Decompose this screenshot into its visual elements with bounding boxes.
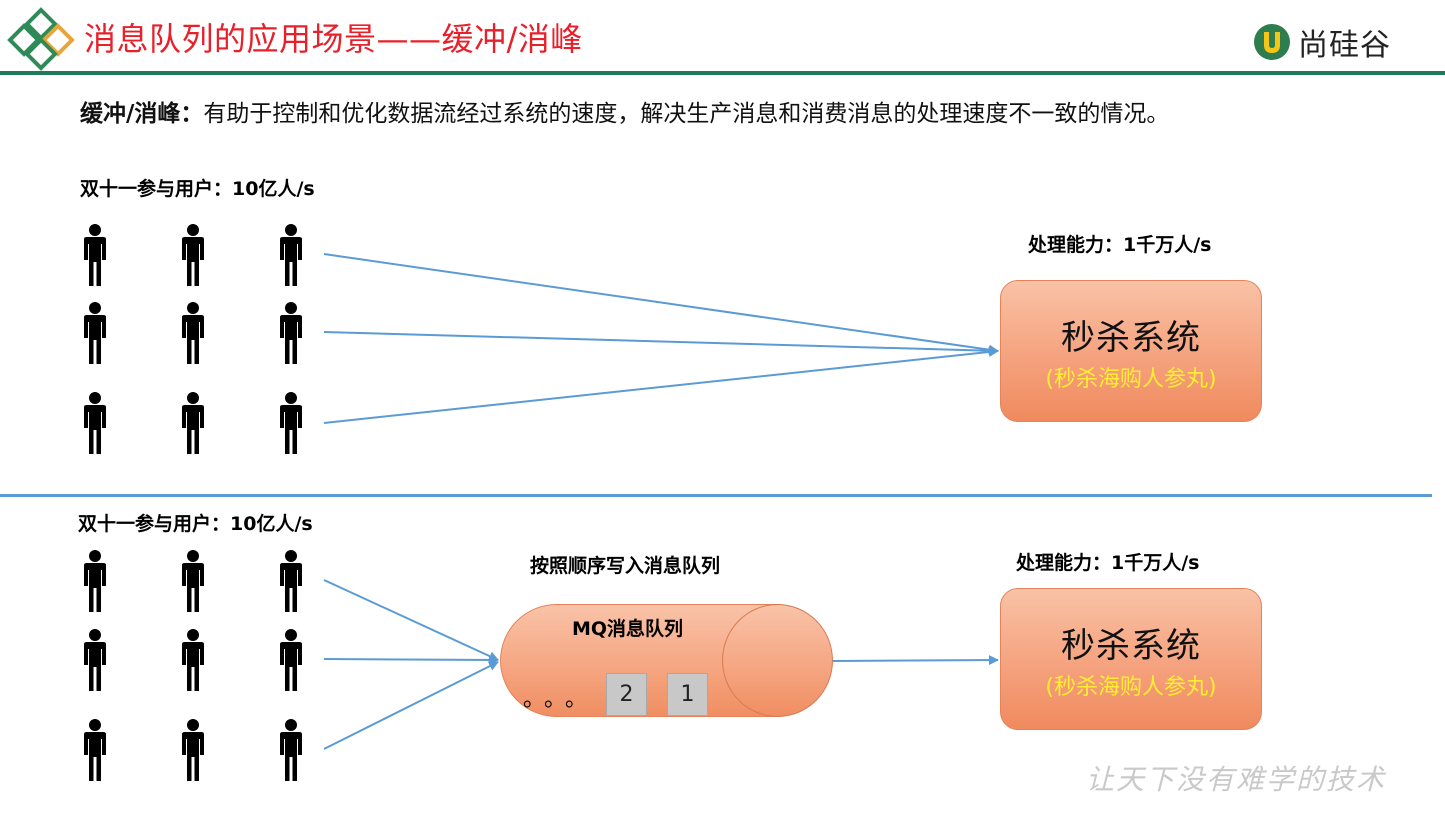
top-users-label: 双十一参与用户：10亿人/s xyxy=(80,178,315,200)
person-icon xyxy=(280,550,302,612)
top-seckill-system-box: 秒杀系统 (秒杀海购人参丸) xyxy=(1000,280,1262,422)
diamond-logo-icon xyxy=(7,7,75,71)
bottom-seckill-system-box: 秒杀系统 (秒杀海购人参丸) xyxy=(1000,588,1262,730)
person-icon xyxy=(280,224,302,286)
brand-logo: 尚硅谷 xyxy=(1252,20,1391,64)
top-arrow-3 xyxy=(323,346,999,424)
top-capacity-label: 处理能力：1千万人/s xyxy=(1028,234,1212,256)
bottom-system-subtitle: (秒杀海购人参丸) xyxy=(1045,674,1217,700)
person-icon xyxy=(182,302,204,364)
person-icon xyxy=(182,629,204,691)
bottom-arrow-3 xyxy=(323,661,499,750)
person-icon xyxy=(84,629,106,691)
bottom-system-title: 秒杀系统 xyxy=(1061,625,1201,666)
person-icon xyxy=(182,719,204,781)
queue-cell-2: 2 xyxy=(606,673,647,716)
person-icon xyxy=(280,719,302,781)
top-system-title: 秒杀系统 xyxy=(1061,317,1201,358)
bottom-users-label: 双十一参与用户：10亿人/s xyxy=(78,513,313,535)
bottom-capacity-label: 处理能力：1千万人/s xyxy=(1016,552,1200,574)
person-icon xyxy=(280,302,302,364)
person-icon xyxy=(182,224,204,286)
bottom-arrow-1 xyxy=(323,579,499,661)
person-icon xyxy=(84,550,106,612)
top-system-subtitle: (秒杀海购人参丸) xyxy=(1045,366,1217,392)
slogan-watermark: 让天下没有难学的技术 xyxy=(1086,763,1387,796)
page-title: 消息队列的应用场景——缓冲/消峰 xyxy=(84,20,583,58)
bottom-arrow-2 xyxy=(323,654,499,665)
person-icon xyxy=(84,302,106,364)
mq-queue-label: MQ消息队列 xyxy=(572,618,684,640)
person-icon xyxy=(280,392,302,454)
top-arrow-1 xyxy=(323,253,999,355)
intro-term: 缓冲/消峰： xyxy=(80,101,204,127)
logo-text: 尚硅谷 xyxy=(1298,28,1391,63)
top-arrow-2 xyxy=(323,331,999,356)
queue-to-system-arrow xyxy=(832,655,999,666)
u-shield-logo-icon xyxy=(1254,24,1290,60)
write-queue-label: 按照顺序写入消息队列 xyxy=(530,555,721,577)
intro-description: 有助于控制和优化数据流经过系统的速度，解决生产消息和消费消息的处理速度不一致的情… xyxy=(203,101,1170,127)
person-icon xyxy=(84,719,106,781)
person-icon xyxy=(280,629,302,691)
person-icon xyxy=(182,392,204,454)
person-icon xyxy=(84,392,106,454)
mq-queue-end-cap xyxy=(722,604,833,717)
intro-text: 缓冲/消峰：有助于控制和优化数据流经过系统的速度，解决生产消息和消费消息的处理速… xyxy=(80,94,1169,128)
section-divider xyxy=(0,494,1432,497)
queue-cell-1: 1 xyxy=(667,673,708,716)
person-icon xyxy=(84,224,106,286)
header-divider xyxy=(0,71,1445,75)
person-icon xyxy=(182,550,204,612)
queue-ellipsis: 。。。 xyxy=(523,687,598,712)
